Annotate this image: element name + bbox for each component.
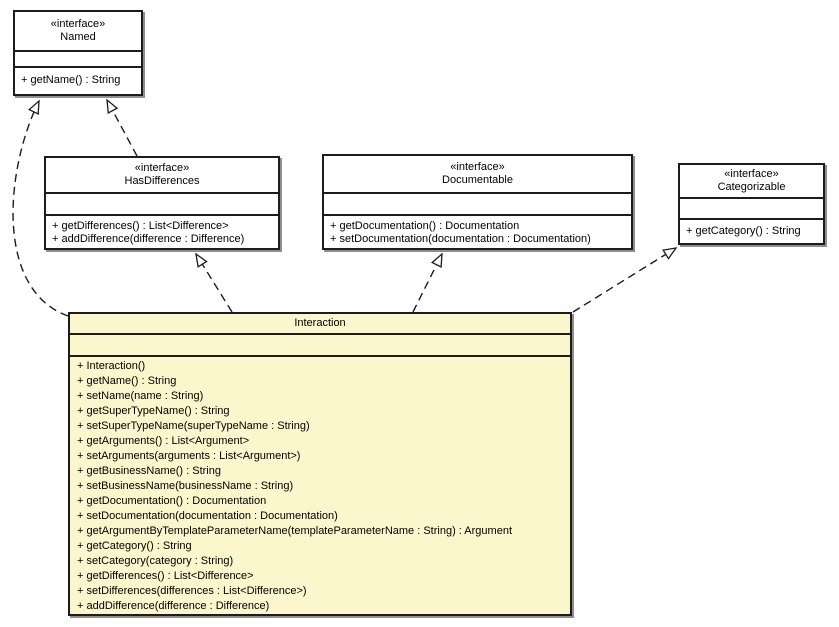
class-box-categorizable[interactable]: «interface» Categorizable + getCategory(… [678, 163, 825, 245]
method-entry: + setDocumentation(documentation : Docum… [77, 510, 338, 522]
method-entry: + getName() : String [21, 74, 121, 86]
methods-compartment: + getCategory() : String [680, 220, 823, 238]
stereotype-label: «interface» [450, 161, 505, 173]
attributes-compartment [324, 194, 631, 216]
class-name: Documentable [442, 174, 513, 186]
stereotype-label: «interface» [134, 162, 190, 174]
stereotype-label: «interface» [724, 168, 779, 180]
attributes-compartment [680, 199, 823, 220]
method-entry: + getDifferences() : List<Difference> [77, 570, 254, 582]
class-name: HasDifferences [124, 175, 200, 187]
class-box-hasdifferences[interactable]: «interface» HasDifferences + getDifferen… [44, 156, 280, 250]
class-header: Interaction [70, 314, 570, 335]
attributes-compartment [70, 335, 570, 357]
class-box-interaction[interactable]: Interaction + Interaction() + getName() … [68, 312, 572, 616]
realization-arrow-interaction-to-categorizable [572, 247, 678, 313]
class-box-named[interactable]: «interface» Named + getName() : String [13, 10, 143, 96]
method-entry: + getArgumentByTemplateParameterName(tem… [77, 525, 512, 537]
class-name: Categorizable [717, 181, 786, 193]
method-entry: + getBusinessName() : String [77, 465, 221, 477]
class-name: Interaction [294, 317, 346, 329]
method-entry: + setBusinessName(businessName : String) [77, 480, 294, 492]
method-entry: + getDocumentation() : Documentation [77, 495, 267, 507]
method-entry: + getName() : String [77, 375, 177, 387]
method-entry: + addDifference(difference : Difference) [52, 233, 245, 245]
method-entry: + getDifferences() : List<Difference> [52, 220, 229, 232]
class-box-documentable[interactable]: «interface» Documentable + getDocumentat… [322, 154, 633, 250]
attributes-compartment [46, 194, 278, 216]
realization-arrow-interaction-to-documentable [412, 252, 443, 313]
class-header: «interface» Named [15, 12, 141, 52]
class-name: Named [60, 31, 96, 43]
method-entry: + setDifferences(differences : List<Diff… [77, 585, 307, 597]
method-entry: + getCategory() : String [686, 225, 801, 237]
method-entry: + addDifference(difference : Difference) [77, 600, 270, 612]
method-entry: + getCategory() : String [77, 540, 192, 552]
class-header: «interface» Documentable [324, 156, 631, 194]
method-entry: + setArguments(arguments : List<Argument… [77, 450, 301, 462]
method-entry: + Interaction() [77, 360, 146, 372]
class-header: «interface» HasDifferences [46, 158, 278, 194]
method-entry: + setDocumentation(documentation : Docum… [330, 233, 591, 245]
methods-compartment: + getName() : String [15, 68, 141, 87]
method-entry: + getDocumentation() : Documentation [330, 220, 520, 232]
method-entry: + setCategory(category : String) [77, 555, 234, 567]
method-entry: + setSuperTypeName(superTypeName : Strin… [77, 420, 310, 432]
realization-arrow-interaction-to-hasdifferences [195, 252, 233, 313]
stereotype-label: «interface» [50, 18, 106, 30]
methods-compartment: + getDifferences() : List<Difference> + … [46, 216, 278, 246]
method-entry: + getSuperTypeName() : String [77, 405, 230, 417]
methods-compartment: + Interaction() + getName() : String + s… [70, 357, 570, 614]
method-entry: + setName(name : String) [77, 390, 204, 402]
attributes-compartment [15, 52, 141, 68]
class-header: «interface» Categorizable [680, 165, 823, 199]
methods-compartment: + getDocumentation() : Documentation + s… [324, 216, 631, 246]
realization-arrow-hasdifferences-to-named [106, 98, 138, 157]
method-entry: + getArguments() : List<Argument> [77, 435, 250, 447]
